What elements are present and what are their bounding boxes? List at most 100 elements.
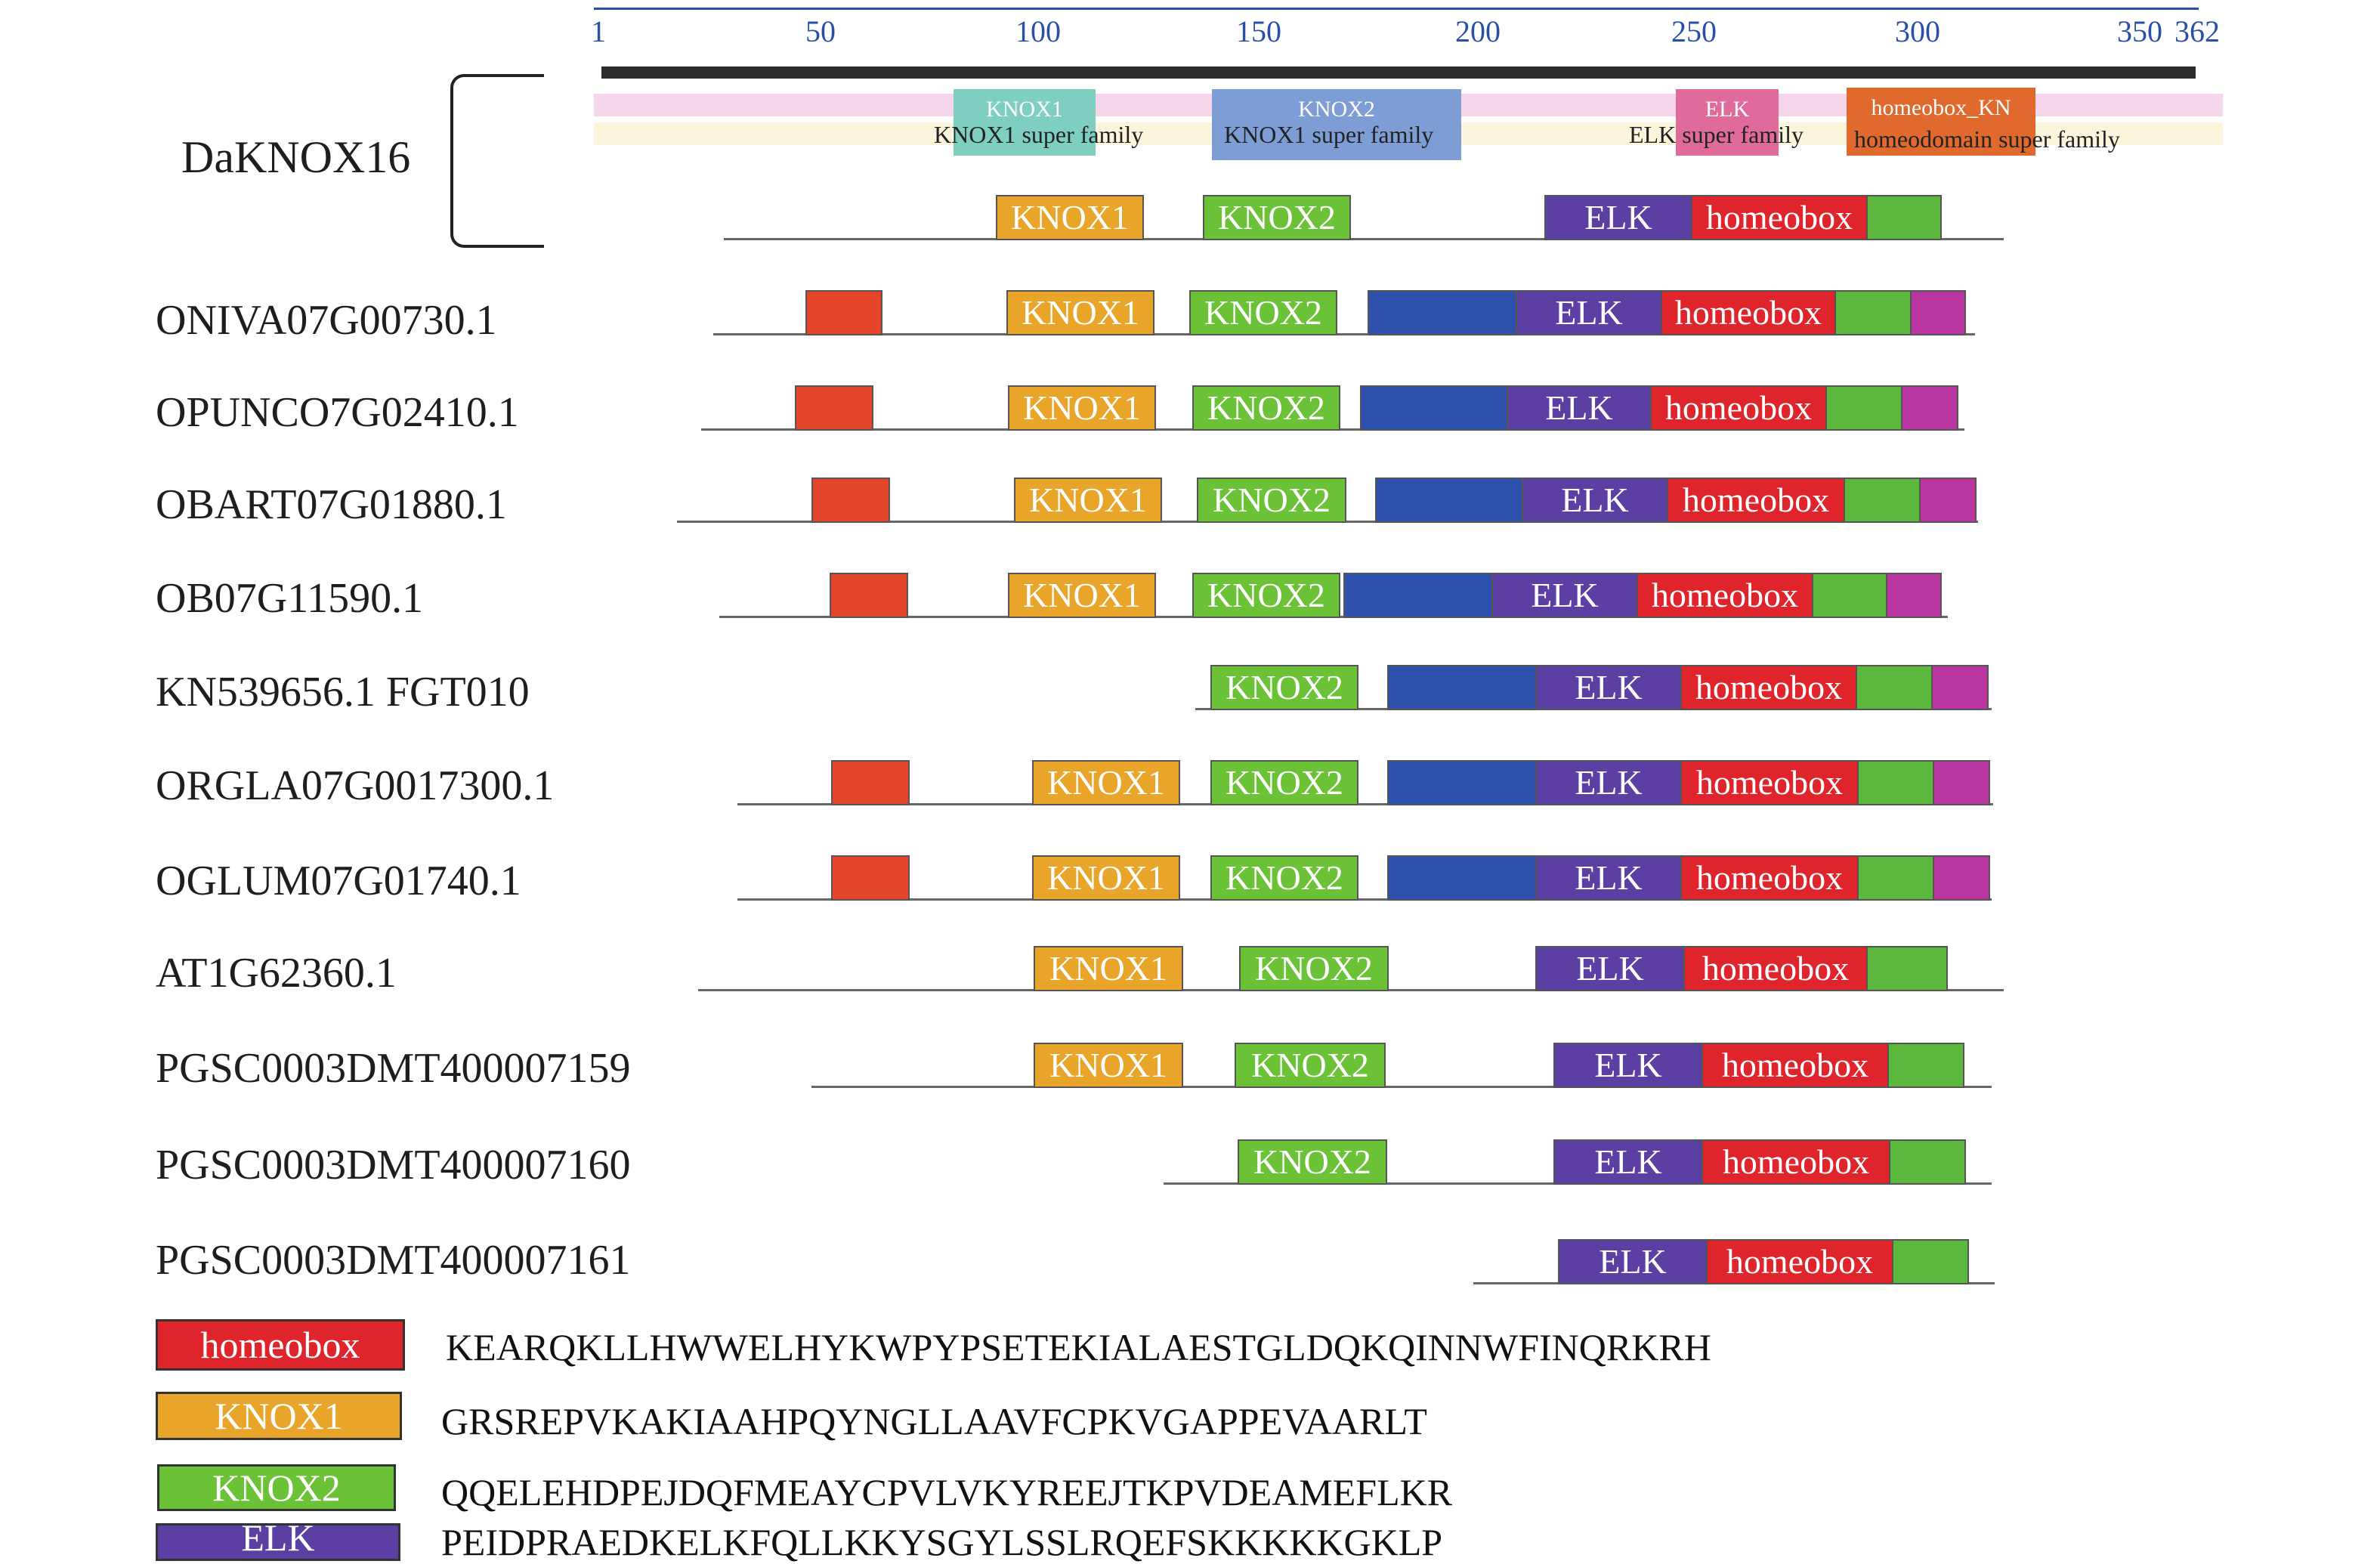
backbone-line bbox=[724, 238, 2004, 240]
ruler-top-line bbox=[594, 8, 2199, 10]
domain-homeobox: homeobox bbox=[1691, 195, 1868, 240]
domain-knox2: KNOX2 bbox=[1238, 1139, 1387, 1185]
domain-red-block bbox=[805, 290, 882, 335]
legend-sequence-elk: PEIDPRAEDKELKFQLLKKYSGYLSSLRQEFSKKKKKGKL… bbox=[441, 1521, 1443, 1563]
gene-label-pgsc-7161: PGSC0003DMT400007161 bbox=[156, 1237, 631, 1284]
domain-green-block bbox=[1887, 1043, 1964, 1088]
domain-knox1: KNOX1 bbox=[1032, 760, 1180, 805]
backbone-line bbox=[737, 898, 1992, 901]
domain-red-block bbox=[830, 573, 908, 618]
domain-homeobox: homeobox bbox=[1680, 760, 1859, 805]
annotation-elk: ELK bbox=[1676, 89, 1779, 156]
domain-elk: ELK bbox=[1553, 1043, 1703, 1088]
domain-magenta-block bbox=[1919, 478, 1977, 523]
domain-knox1: KNOX1 bbox=[1008, 573, 1156, 618]
gene-label-orgla07g0017300: ORGLA07G0017300.1 bbox=[156, 762, 555, 809]
annotation-homeobox-kn: homeobox_KN bbox=[1847, 88, 2035, 156]
domain-homeobox: homeobox bbox=[1637, 573, 1813, 618]
gene-label-opunco7g02410: OPUNCO7G02410.1 bbox=[156, 389, 519, 436]
domain-magenta-block bbox=[1931, 665, 1989, 710]
domain-knox2: KNOX2 bbox=[1235, 1043, 1386, 1088]
domain-elk: ELK bbox=[1535, 855, 1682, 901]
legend-swatch-knox1: KNOX1 bbox=[156, 1392, 402, 1440]
annotation-homeobox-kn-family: homeodomain super family bbox=[1854, 125, 2120, 153]
domain-green-block bbox=[1866, 195, 1942, 240]
domain-knox2: KNOX2 bbox=[1192, 385, 1340, 431]
domain-blue-block bbox=[1387, 760, 1537, 805]
domain-knox2: KNOX2 bbox=[1192, 573, 1340, 618]
domain-knox2: KNOX2 bbox=[1197, 478, 1346, 523]
gene-label-pgsc-7159: PGSC0003DMT400007159 bbox=[156, 1045, 631, 1092]
gene-label-oniva07g00730: ONIVA07G00730.1 bbox=[156, 297, 497, 344]
ruler-tick-150: 150 bbox=[1236, 14, 1281, 48]
gene-label-daknox16: DaKNOX16 bbox=[181, 132, 411, 182]
domain-green-block bbox=[1834, 290, 1912, 335]
domain-magenta-block bbox=[1886, 573, 1942, 618]
ruler-tick-300: 300 bbox=[1895, 14, 1940, 48]
domain-magenta-block bbox=[1901, 385, 1958, 431]
domain-elk: ELK bbox=[1535, 760, 1682, 805]
annotation-knox1: KNOX1 bbox=[954, 89, 1096, 156]
backbone-line bbox=[811, 1086, 1992, 1088]
domain-knox2: KNOX2 bbox=[1210, 855, 1358, 901]
domain-homeobox: homeobox bbox=[1706, 1239, 1893, 1284]
gene-label-ob07g11590: OB07G11590.1 bbox=[156, 575, 424, 622]
domain-knox1: KNOX1 bbox=[996, 195, 1144, 240]
annotation-knox2-family: KNOX1 super family bbox=[1224, 121, 1434, 148]
domain-homeobox: homeobox bbox=[1680, 855, 1859, 901]
legend-sequence-knox1: GRSREPVKAKIAAHPQYNGLLAAVFCPKVGAPPEVAARLT bbox=[441, 1400, 1427, 1442]
domain-magenta-block bbox=[1933, 760, 1990, 805]
legend-sequence-knox2: QQELEHDPEJDQFMEAYCPVLVKYREEJTKPVDEAMEFLK… bbox=[441, 1471, 1453, 1513]
domain-elk: ELK bbox=[1507, 385, 1652, 431]
ruler-tick-250: 250 bbox=[1671, 14, 1717, 48]
annotation-knox2: KNOX2 bbox=[1212, 89, 1461, 160]
legend-swatch-homeobox: homeobox bbox=[156, 1319, 405, 1371]
domain-blue-block bbox=[1387, 855, 1537, 901]
ruler-tick-100: 100 bbox=[1015, 14, 1061, 48]
domain-elk: ELK bbox=[1558, 1239, 1708, 1284]
domain-elk: ELK bbox=[1544, 195, 1692, 240]
domain-elk: ELK bbox=[1516, 290, 1662, 335]
domain-magenta-block bbox=[1933, 855, 1990, 901]
domain-elk: ELK bbox=[1535, 665, 1682, 710]
backbone-line bbox=[713, 333, 1975, 335]
domain-homeobox: homeobox bbox=[1702, 1139, 1890, 1185]
backbone-line bbox=[737, 803, 1993, 805]
domain-homeobox: homeobox bbox=[1650, 385, 1827, 431]
gene-label-obart07g01880: OBART07G01880.1 bbox=[156, 481, 507, 528]
domain-green-block bbox=[1825, 385, 1902, 431]
ruler-bar bbox=[601, 66, 2196, 79]
domain-red-block bbox=[811, 478, 890, 523]
domain-knox2: KNOX2 bbox=[1239, 946, 1389, 991]
domain-knox1: KNOX1 bbox=[1008, 385, 1156, 431]
domain-knox2: KNOX2 bbox=[1189, 290, 1337, 335]
domain-homeobox: homeobox bbox=[1683, 946, 1868, 991]
domain-green-block bbox=[1889, 1139, 1966, 1185]
domain-knox1: KNOX1 bbox=[1032, 855, 1180, 901]
domain-elk: ELK bbox=[1491, 573, 1638, 618]
domain-blue-block bbox=[1368, 290, 1517, 335]
domain-homeobox: homeobox bbox=[1667, 478, 1845, 523]
domain-red-block bbox=[831, 855, 910, 901]
gene-label-at1g62360: AT1G62360.1 bbox=[156, 950, 397, 997]
domain-magenta-block bbox=[1910, 290, 1966, 335]
domain-knox1: KNOX1 bbox=[1034, 946, 1183, 991]
domain-blue-block bbox=[1375, 478, 1523, 523]
legend-sequence-homeobox: KEARQKLLHWWELHYKWPYPSETEKIALAESTGLDQKQIN… bbox=[446, 1326, 1711, 1368]
ruler-tick-350: 350 bbox=[2117, 14, 2162, 48]
domain-blue-block bbox=[1343, 573, 1493, 618]
legend-swatch-elk: ELK bbox=[156, 1519, 400, 1561]
domain-elk: ELK bbox=[1535, 946, 1685, 991]
domain-elk: ELK bbox=[1522, 478, 1668, 523]
annotation-elk-family: ELK super family bbox=[1629, 121, 1804, 148]
domain-knox2: KNOX2 bbox=[1210, 665, 1358, 710]
annotation-knox1-family: KNOX1 super family bbox=[934, 121, 1144, 148]
legend-swatch-knox2: KNOX2 bbox=[157, 1464, 396, 1511]
domain-elk: ELK bbox=[1553, 1139, 1703, 1185]
reference-bracket bbox=[450, 74, 544, 248]
ruler-tick-362: 362 bbox=[2174, 14, 2220, 48]
domain-green-block bbox=[1812, 573, 1887, 618]
domain-green-block bbox=[1856, 665, 1933, 710]
domain-homeobox: homeobox bbox=[1661, 290, 1836, 335]
domain-red-block bbox=[831, 760, 910, 805]
